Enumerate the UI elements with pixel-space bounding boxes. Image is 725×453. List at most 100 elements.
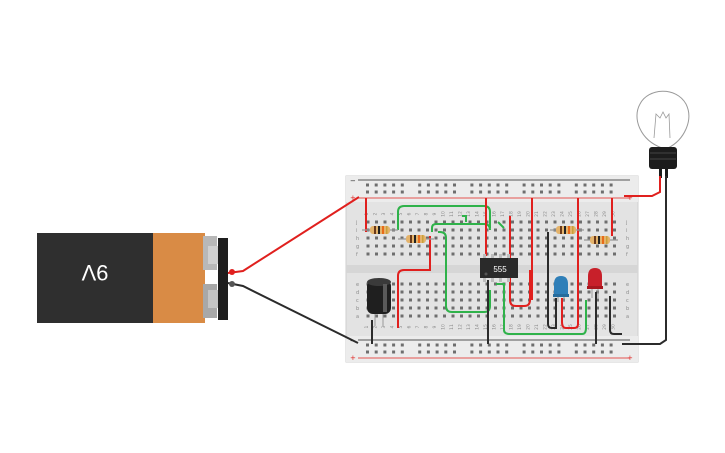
breadboard-holes: [366, 183, 616, 354]
battery-negative-terminal: [229, 281, 235, 287]
row-letter: g: [356, 244, 359, 250]
column-number: 15: [483, 324, 489, 330]
bulb-positive-wire[interactable]: [624, 176, 661, 197]
column-number: 23: [551, 324, 557, 330]
column-number: 27: [585, 324, 591, 330]
column-number: 18: [509, 324, 515, 330]
column-number: 24: [560, 211, 566, 217]
column-number: 13: [466, 211, 472, 217]
column-number: 10: [441, 211, 447, 217]
row-letter: b: [356, 306, 359, 312]
row-letter: f: [626, 252, 628, 258]
row-letter: h: [626, 236, 629, 242]
column-number: 21: [534, 211, 540, 217]
row-letter: a: [356, 314, 359, 320]
column-number: 8: [424, 325, 430, 328]
row-letter: i: [356, 228, 357, 234]
black-wires[interactable]: [371, 232, 622, 344]
ic-555-chip[interactable]: 555: [480, 254, 518, 282]
column-number: 13: [466, 324, 472, 330]
column-number: 16: [492, 211, 498, 217]
row-letter: c: [626, 298, 629, 304]
column-number: 3: [381, 325, 387, 328]
led-red[interactable]: [587, 268, 603, 298]
column-number: 4: [390, 212, 396, 215]
row-letter: a: [626, 314, 629, 320]
resistor-1[interactable]: [362, 226, 398, 234]
column-number: 14: [475, 211, 481, 217]
column-number: 25: [568, 211, 574, 217]
column-number: 29: [602, 211, 608, 217]
row-letter: b: [626, 306, 629, 312]
column-number: 22: [543, 211, 549, 217]
row-letter: f: [356, 252, 358, 258]
rail-plus-label-top: +: [350, 194, 356, 202]
red-internal-wires[interactable]: [365, 198, 613, 329]
column-number: 26: [577, 324, 583, 330]
column-number: 30: [611, 211, 617, 217]
column-number: 2: [373, 212, 379, 215]
row-letter: e: [626, 282, 629, 288]
battery-label: 9V: [81, 260, 108, 285]
battery-negative-wire[interactable]: [227, 282, 359, 344]
row-letter: j: [625, 220, 627, 226]
rail-plus-label-bottom: +: [350, 354, 356, 362]
row-letter: d: [626, 290, 629, 296]
column-number: 26: [577, 211, 583, 217]
column-number: 21: [534, 324, 540, 330]
battery-positive-terminal: [229, 269, 235, 275]
resistor-3[interactable]: [550, 226, 584, 234]
column-number: 7: [415, 212, 421, 215]
column-number: 2: [373, 325, 379, 328]
row-letter: c: [356, 298, 359, 304]
rail-plus-label-bottom-right: +: [627, 354, 633, 362]
column-number: 1: [364, 325, 370, 328]
row-letter: j: [355, 220, 357, 226]
column-number: 8: [424, 212, 430, 215]
column-number: 20: [526, 211, 532, 217]
row-letter: i: [626, 228, 627, 234]
column-number: 11: [449, 324, 455, 330]
battery-positive-wire[interactable]: [227, 196, 360, 274]
column-number: 6: [407, 212, 413, 215]
column-number: 11: [449, 211, 455, 217]
battery-9v[interactable]: 9V: [37, 233, 228, 323]
column-number: 16: [492, 324, 498, 330]
column-number: 12: [458, 324, 464, 330]
row-letter: h: [356, 236, 359, 242]
chip-label: 555: [493, 265, 507, 274]
column-number: 9: [432, 325, 438, 328]
column-number: 5: [398, 325, 404, 328]
column-number: 29: [602, 324, 608, 330]
rail-plus-label-top-right: +: [627, 194, 633, 202]
column-number: 6: [407, 325, 413, 328]
row-letter: d: [356, 290, 359, 296]
column-number: 30: [611, 324, 617, 330]
column-number: 22: [543, 324, 549, 330]
column-number: 28: [594, 211, 600, 217]
electrolytic-capacitor[interactable]: [367, 278, 391, 326]
column-number: 20: [526, 324, 532, 330]
column-number: 14: [475, 324, 481, 330]
column-number: 23: [551, 211, 557, 217]
column-number: 17: [500, 211, 506, 217]
resistor-4[interactable]: [584, 236, 618, 244]
row-letter: g: [626, 244, 629, 250]
column-number: 3: [381, 212, 387, 215]
resistor-2[interactable]: [398, 235, 434, 243]
column-number: 27: [585, 211, 591, 217]
column-number: 9: [432, 212, 438, 215]
column-number: 12: [458, 211, 464, 217]
column-number: 18: [509, 211, 515, 217]
column-number: 25: [568, 324, 574, 330]
column-number: 4: [390, 325, 396, 328]
light-bulb[interactable]: [636, 90, 690, 178]
bulb-negative-wire[interactable]: [622, 176, 667, 345]
led-blue[interactable]: [553, 276, 569, 302]
row-letter: e: [356, 282, 359, 288]
column-number: 19: [517, 324, 523, 330]
column-number: 19: [517, 211, 523, 217]
column-number: 7: [415, 325, 421, 328]
